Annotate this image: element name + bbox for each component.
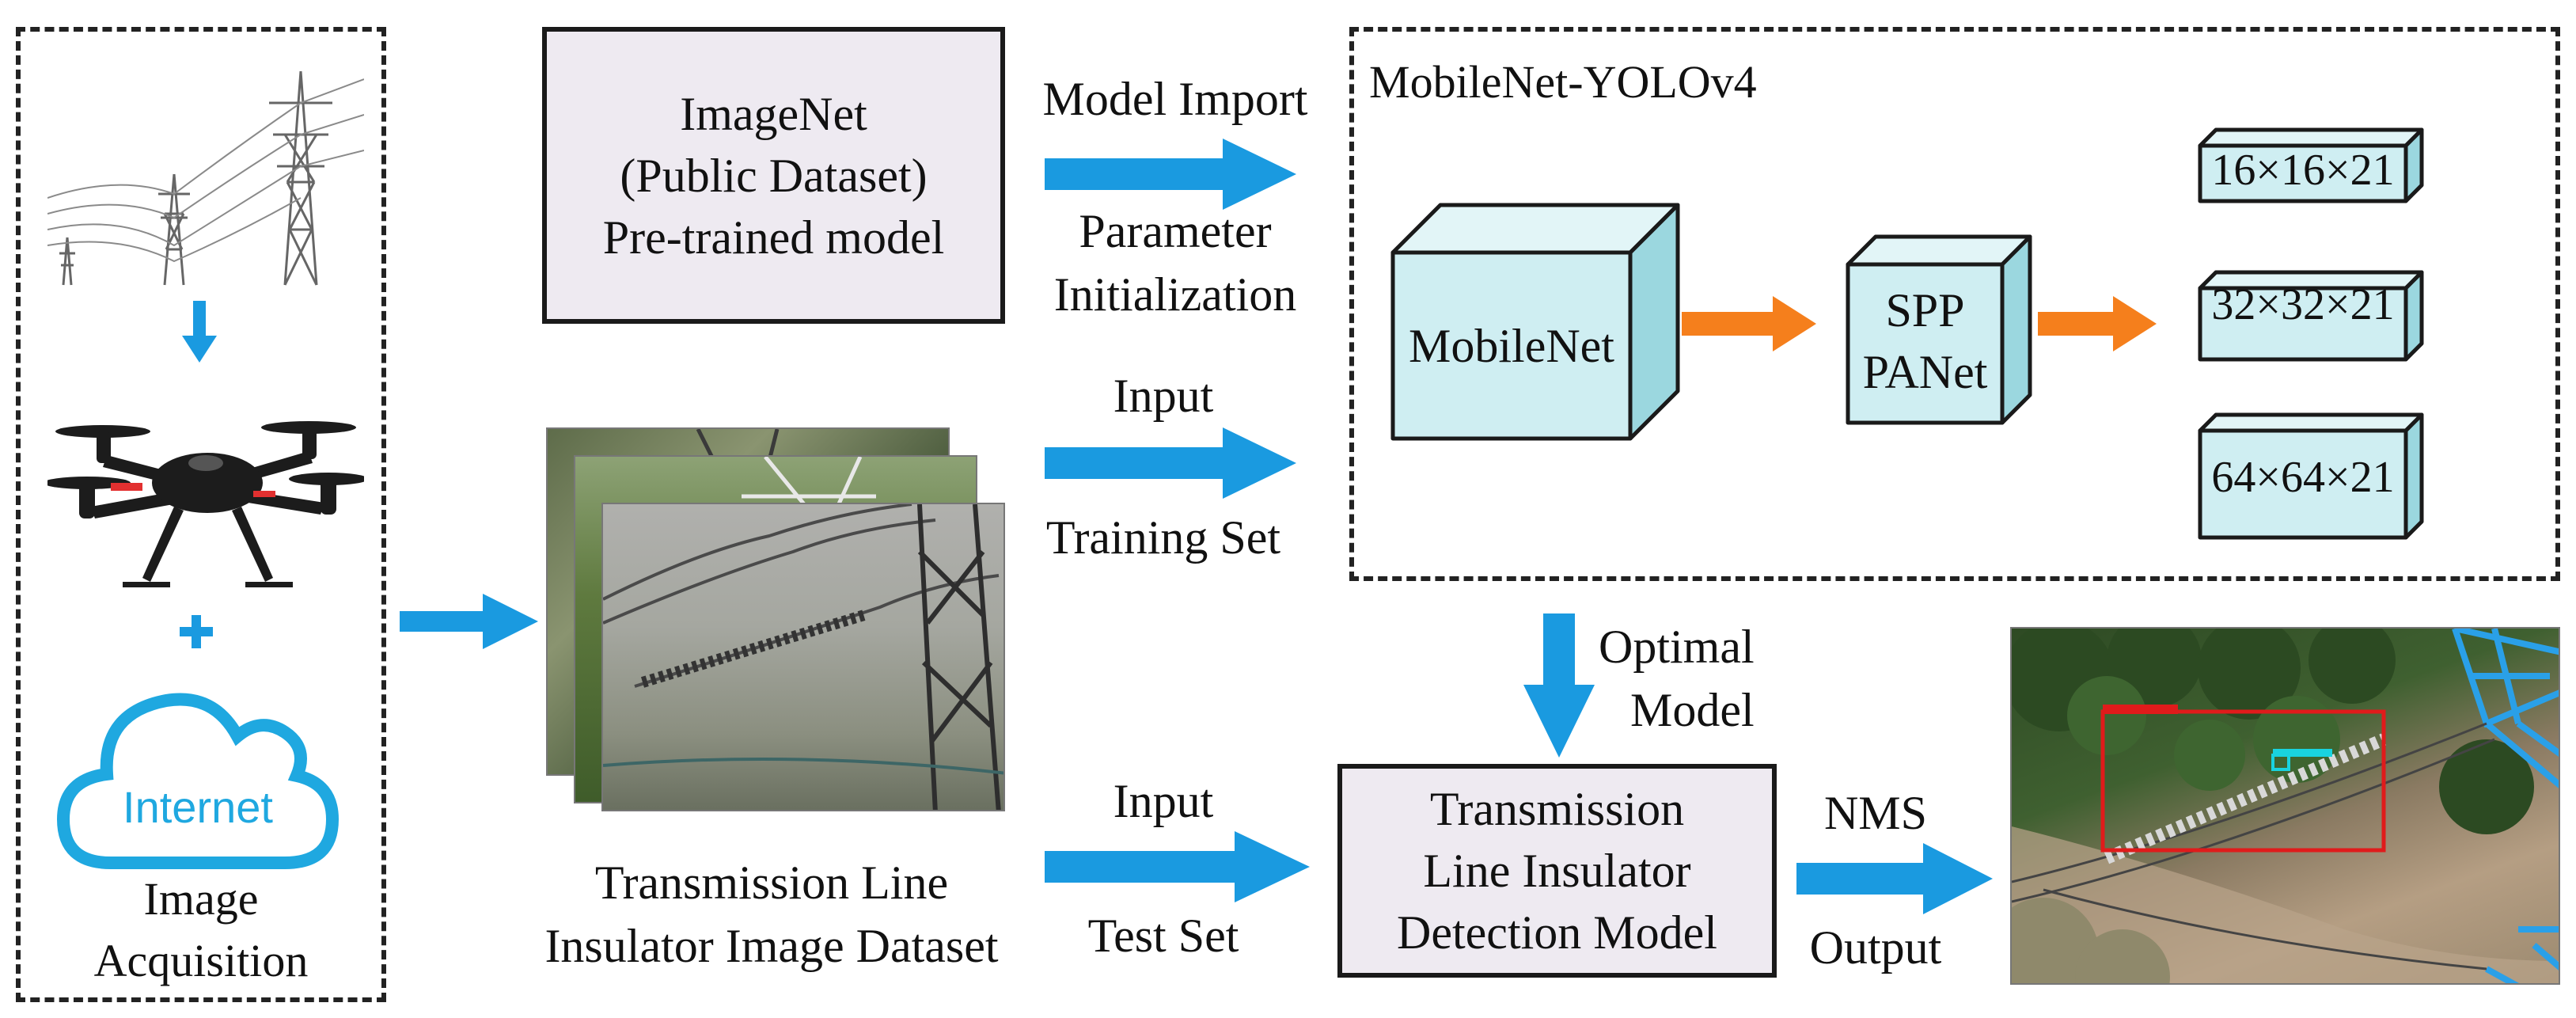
imagenet-line2: (Public Dataset) [620,149,928,202]
input-test-label: Input [1113,775,1214,827]
dataset-label-line1: Transmission Line [594,857,949,909]
plus-icon [180,615,213,648]
detection-line1: Transmission [1429,783,1685,835]
output-16-label: 16×16×21 [2211,146,2395,195]
network-title: MobileNet-YOLOv4 [1369,56,1757,108]
acquisition-panel [16,27,386,1002]
network-panel [1349,27,2560,581]
spp-label: SPP [1885,284,1965,336]
defect-detection-tag [2273,749,2332,757]
test-arrow [1045,831,1310,902]
down-arrow-icon [182,301,217,363]
output-64-label: 64×64×21 [2211,453,2395,502]
param-label-line2: Initialization [1053,268,1297,321]
training-arrow [1045,427,1296,499]
imagenet-box: ImageNet (Public Dataset) Pre-trained mo… [542,27,1005,324]
acquisition-label-line1: Image [143,873,259,925]
imagenet-line1: ImageNet [680,87,867,140]
dataset-photo-front [601,503,1005,811]
optimal-label-line2: Model [1630,684,1755,736]
cloud-label: Internet [123,782,273,832]
param-label-line1: Parameter [1079,205,1272,257]
detection-line2: Line Insulator [1423,845,1691,897]
drone-icon [47,421,364,587]
mobilenet-label: MobileNet [1409,320,1614,372]
dataset-label-line2: Insulator Image Dataset [544,920,999,972]
detection-result-image [2010,627,2560,985]
detection-line3: Detection Model [1397,906,1717,959]
model-import-label: Model Import [1042,73,1308,125]
output-32-label: 32×32×21 [2211,280,2395,329]
acquisition-label-line2: Acquisition [93,935,309,986]
imagenet-line3: Pre-trained model [602,211,945,264]
cloud-icon [56,693,340,869]
output-label: Output [1809,921,1942,974]
input-train-label: Input [1113,370,1214,422]
mobilenet-box-face [1390,250,1633,441]
model-import-arrow [1045,139,1296,210]
optimal-label-line1: Optimal [1599,621,1755,673]
panet-label: PANet [1862,346,1988,398]
training-set-label: Training Set [1045,511,1281,564]
nms-arrow [1796,843,1993,914]
network-boxes [1390,127,2424,540]
insulator-detection-box [2100,709,2386,853]
power-tower-icon [47,70,364,286]
optimal-model-arrow [1523,613,1595,758]
acquisition-to-dataset-arrow [400,594,538,649]
detection-model-box: Transmission Line Insulator Detection Mo… [1337,764,1777,978]
test-set-label: Test Set [1087,910,1239,962]
nms-label: NMS [1823,787,1928,839]
insulator-detection-tag [2103,705,2178,714]
